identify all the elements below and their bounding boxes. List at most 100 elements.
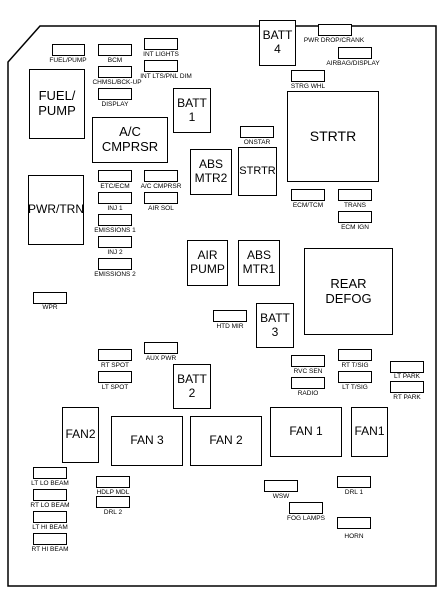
label-ac-cmprsr: A/C CMPRSR — [140, 183, 182, 190]
label-emissions-2: EMISSIONS 2 — [94, 271, 136, 278]
label-rt-spot: RT SPOT — [101, 362, 129, 369]
fuse-wpr — [33, 292, 67, 304]
fuse-inj-2 — [98, 236, 132, 248]
abs-motor-1-relay: ABS MTR1 — [238, 240, 280, 286]
batt-4-block: BATT 4 — [259, 20, 296, 66]
fuse-horn — [337, 517, 371, 529]
label-rt-tsig: RT T/SIG — [341, 362, 369, 369]
fuse-fuel-pump — [52, 44, 85, 56]
fuse-htd-mir — [213, 310, 247, 322]
label-horn: HORN — [344, 533, 364, 540]
label-strg-whl: STRG WHL — [290, 83, 326, 90]
air-pump-relay: AIR PUMP — [187, 240, 228, 286]
fan-1-right-relay: FAN1 — [351, 407, 388, 457]
label-emissions-1: EMISSIONS 1 — [94, 227, 136, 234]
batt-3-block: BATT 3 — [256, 303, 294, 348]
power-train-relay: PWR/TRN — [28, 175, 84, 245]
label-aux-pwr: AUX PWR — [145, 355, 177, 362]
label-rt-park: RT PARK — [393, 394, 421, 401]
fuse-fog-lamps — [289, 502, 323, 514]
label-etc-ecm: ETC/ECM — [100, 183, 130, 190]
fuse-display — [98, 88, 132, 100]
label-airbag-display: AIRBAG/DISPLAY — [326, 60, 380, 67]
label-bcm: BCM — [107, 57, 123, 64]
fuse-ecm-ign — [338, 211, 372, 223]
fuse-airbag-display — [338, 47, 372, 59]
fuse-lt-hi-beam — [33, 511, 67, 523]
label-htd-mir: HTD MIR — [216, 323, 244, 330]
label-drl-2: DRL 2 — [103, 509, 123, 516]
fuse-trans — [338, 189, 372, 201]
fuel-pump-relay: FUEL/ PUMP — [29, 69, 85, 139]
fan-2-relay: FAN 2 — [190, 416, 262, 466]
fuse-bcm — [98, 44, 132, 56]
fuse-ecm-tcm — [291, 189, 325, 201]
label-drl-1: DRL 1 — [344, 489, 364, 496]
label-rvc-sen: RVC SEN — [293, 368, 323, 375]
fuse-rt-park — [390, 381, 424, 393]
label-int-lights: INT LIGHTS — [143, 51, 179, 58]
fuse-pwr-drop-crank — [318, 24, 352, 36]
label-ecm-ign: ECM IGN — [341, 224, 369, 231]
label-lt-hi-beam: LT HI BEAM — [32, 524, 68, 531]
abs-motor-2-relay: ABS MTR2 — [190, 149, 232, 195]
label-fuel-pump: FUEL/PUMP — [49, 57, 87, 64]
label-air-sol: AIR SOL — [148, 205, 174, 212]
ac-compressor-relay: A/C CMPRSR — [92, 117, 168, 163]
fan-1-relay: FAN 1 — [270, 407, 342, 457]
fuse-inj-1 — [98, 192, 132, 204]
fuse-rt-hi-beam — [33, 533, 67, 545]
label-lt-park: LT PARK — [393, 373, 421, 380]
fuse-lt-park — [390, 361, 424, 373]
fuse-aux-pwr — [144, 342, 178, 354]
label-rt-lo-beam: RT LO BEAM — [30, 502, 70, 509]
label-rt-hi-beam: RT HI BEAM — [31, 546, 69, 553]
fuse-int-lts-pnl-dim — [144, 60, 178, 72]
fuse-rt-lo-beam — [33, 489, 67, 501]
fuse-hdlp-mdl — [96, 476, 130, 488]
fuse-air-sol — [144, 192, 178, 204]
label-display: DISPLAY — [101, 101, 129, 108]
fuse-rt-spot — [98, 349, 132, 361]
label-trans: TRANS — [343, 202, 367, 209]
label-inj-1: INJ 1 — [107, 205, 123, 212]
fuse-lt-spot — [98, 371, 132, 383]
fuse-ac-cmprsr — [144, 170, 178, 182]
fuse-chmsl-bck-up — [98, 66, 132, 78]
label-ecm-tcm: ECM/TCM — [292, 202, 324, 209]
label-lt-tsig: LT T/SIG — [342, 384, 368, 391]
fuse-etc-ecm — [98, 170, 132, 182]
label-int-lts-pnl-dim: INT LTS/PNL DIM — [140, 73, 192, 80]
label-hdlp-mdl: HDLP MDL — [96, 489, 130, 496]
label-wsw: WSW — [272, 493, 290, 500]
label-lt-spot: LT SPOT — [101, 384, 129, 391]
fuse-int-lights — [144, 38, 178, 50]
starter-relay: STRTR — [238, 147, 277, 196]
starter-main-block: STRTR — [287, 91, 379, 182]
fuse-emissions-1 — [98, 214, 132, 226]
batt-1-block: BATT 1 — [173, 88, 211, 133]
fuse-rvc-sen — [291, 355, 325, 367]
fuse-lt-tsig — [338, 371, 372, 383]
label-onstar: ONSTAR — [243, 139, 271, 146]
fuse-wsw — [264, 480, 298, 492]
label-wpr: WPR — [42, 304, 58, 311]
rear-defog-block: REAR DEFOG — [304, 248, 393, 335]
fuse-lt-lo-beam — [33, 467, 67, 479]
fuse-rt-tsig — [338, 349, 372, 361]
label-pwr-drop-crank: PWR DROP/CRANK — [303, 37, 365, 44]
fan-3-relay: FAN 3 — [111, 416, 183, 466]
fuse-drl-2 — [96, 496, 130, 508]
label-fog-lamps: FOG LAMPS — [287, 515, 325, 522]
label-lt-lo-beam: LT LO BEAM — [31, 480, 69, 487]
fan-2-left-relay: FAN2 — [62, 407, 99, 463]
fuse-drl-1 — [337, 476, 371, 488]
fuse-onstar — [240, 126, 274, 138]
fuse-radio — [291, 377, 325, 389]
label-chmsl-bck-up: CHMSL/BCK-UP — [92, 79, 142, 86]
fuse-strg-whl — [291, 70, 325, 82]
label-inj-2: INJ 2 — [107, 249, 123, 256]
fuse-emissions-2 — [98, 258, 132, 270]
